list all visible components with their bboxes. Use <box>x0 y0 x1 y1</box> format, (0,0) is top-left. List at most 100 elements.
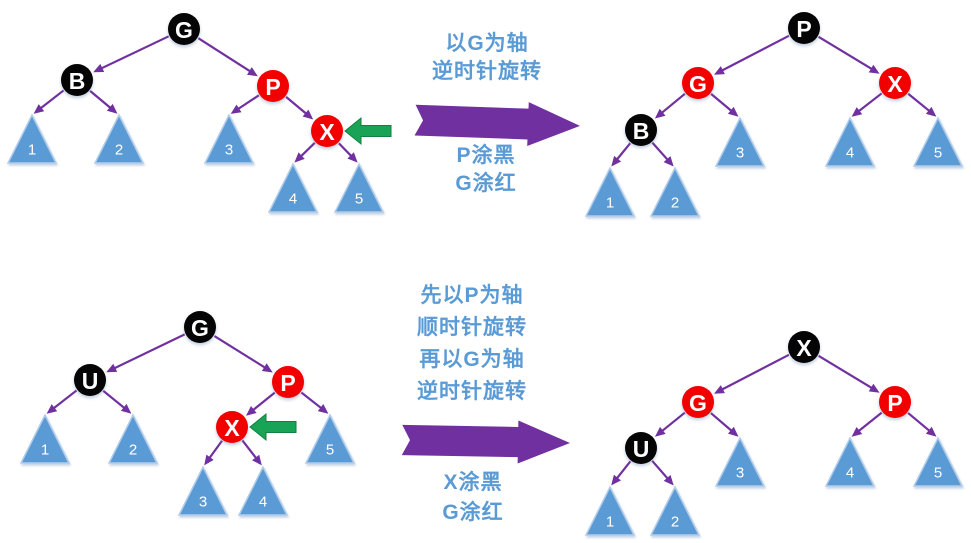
subtree-triangle <box>237 465 289 516</box>
subtree-triangle <box>714 116 766 167</box>
subtree-triangle <box>19 413 71 464</box>
subtree-triangle <box>649 485 701 536</box>
tree-edge <box>651 141 670 162</box>
edge-arrowhead-icon <box>655 426 666 437</box>
tree-edge <box>102 389 126 410</box>
subtree-triangle <box>333 162 385 213</box>
edge-arrowhead-icon <box>106 103 118 114</box>
tree-node-P <box>879 386 911 418</box>
tree-edge <box>197 37 252 73</box>
tree-edge <box>710 93 734 113</box>
node-label: P <box>280 370 295 396</box>
caption-line: 顺时针旋转 <box>417 316 527 339</box>
subtree-triangle <box>304 413 356 464</box>
tree-edge <box>285 96 308 116</box>
edge-arrowhead-icon <box>261 363 273 373</box>
node-label: G <box>191 315 209 341</box>
tree-edge <box>660 92 686 115</box>
edge-arrowhead-icon <box>302 109 314 120</box>
subtree-label: 3 <box>736 145 744 162</box>
subtree-triangle <box>584 166 636 217</box>
subtree-label: 2 <box>115 142 123 159</box>
node-label: G <box>689 390 707 416</box>
subtree-triangle <box>584 485 636 536</box>
tree-edge <box>89 90 113 110</box>
edge-arrowhead-icon <box>106 363 118 373</box>
edge-arrowhead-icon <box>611 474 621 486</box>
node-label: G <box>175 17 193 43</box>
edge-arrowhead-icon <box>654 108 666 119</box>
edge-arrowhead-icon <box>246 406 257 416</box>
tree-edge <box>213 335 267 370</box>
bottom-transform-arrow <box>401 420 570 464</box>
edge-arrowhead-icon <box>317 404 329 414</box>
caption-line: 先以P为轴 <box>420 284 524 307</box>
tree-edge <box>39 89 65 110</box>
node-label: U <box>633 436 650 462</box>
subtree-label: 4 <box>289 191 297 208</box>
tree-node-B <box>625 114 657 146</box>
edge-arrowhead-icon <box>727 106 739 117</box>
caption-line: 逆时针旋转 <box>417 380 527 403</box>
subtree-label: 3 <box>736 465 744 482</box>
edge-arrowhead-icon <box>120 403 132 414</box>
tree-edge <box>817 354 874 390</box>
caption-line: 逆时针旋转 <box>432 60 542 83</box>
caption-line: 再以G为轴 <box>419 348 525 371</box>
subtree-label: 4 <box>846 145 854 162</box>
subtree-label: 5 <box>934 145 942 162</box>
pointer-arrow-icon <box>344 116 392 146</box>
caption-top-rotation: 以G为轴 逆时针旋转 <box>432 30 542 86</box>
node-label: X <box>887 71 903 97</box>
node-label: X <box>796 335 812 361</box>
edge-arrowhead-icon <box>663 156 674 167</box>
edge-arrowhead-icon <box>851 107 863 117</box>
subtree-label: 2 <box>671 195 679 212</box>
subtree-label: 1 <box>41 442 49 459</box>
pointer-arrow-icon <box>249 412 297 442</box>
edge-arrowhead-icon <box>728 426 739 437</box>
node-label: P <box>265 74 280 100</box>
tree-edge <box>615 460 632 480</box>
tree-node-G <box>184 311 216 343</box>
tree-node-X <box>311 115 343 147</box>
tree-edge <box>907 412 932 433</box>
caption-top-recolor: P涂黑 G涂红 <box>455 142 516 198</box>
subtree-label: 5 <box>934 465 942 482</box>
edge-arrowhead-icon <box>925 106 937 117</box>
node-label: P <box>887 390 902 416</box>
edge-arrowhead-icon <box>247 67 258 77</box>
tree-edge <box>338 142 353 158</box>
tree-edge <box>251 391 276 412</box>
subtree-triangle <box>912 116 964 167</box>
tree-node-G <box>682 67 714 99</box>
tree-node-X <box>216 411 248 443</box>
tree-edge <box>241 439 258 460</box>
tree-node-X <box>879 67 911 99</box>
subtree-triangle <box>177 465 229 516</box>
tree-edge <box>710 412 734 433</box>
subtree-label: 3 <box>225 142 233 159</box>
tree-edge <box>720 353 790 392</box>
edge-arrowhead-icon <box>33 104 45 114</box>
subtree-label: 1 <box>606 195 614 212</box>
subtree-label: 1 <box>606 514 614 531</box>
edge-arrowhead-icon <box>611 155 622 167</box>
caption-line: X涂黑 <box>443 471 503 494</box>
node-label: B <box>633 118 650 144</box>
edge-arrowhead-icon <box>93 63 105 73</box>
edge-arrowhead-icon <box>868 64 880 74</box>
node-label: B <box>69 68 86 94</box>
caption-line: P涂黑 <box>456 144 516 167</box>
edge-arrowhead-icon <box>204 454 214 466</box>
node-label: U <box>82 368 99 394</box>
subtree-triangle <box>93 113 145 164</box>
edge-arrowhead-icon <box>714 385 725 394</box>
subtree-triangle <box>824 436 876 487</box>
edge-arrowhead-icon <box>230 104 242 114</box>
subtree-label: 3 <box>199 494 207 511</box>
tree-node-B <box>61 64 93 96</box>
